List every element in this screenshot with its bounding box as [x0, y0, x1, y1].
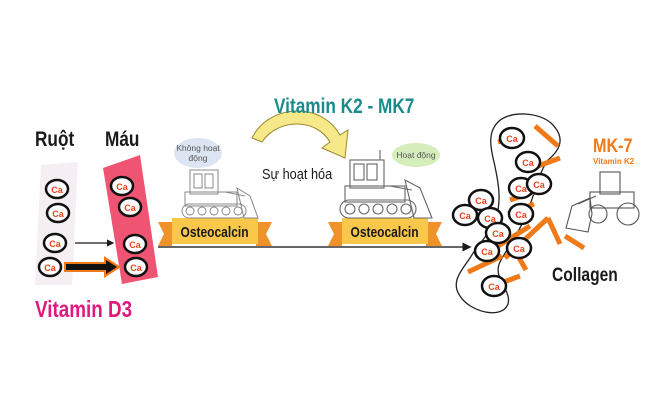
mk7-sub-label: Vitamin K2 [593, 157, 635, 166]
calcium-ion: Ca [514, 150, 542, 174]
calcium-label: Ca [481, 247, 493, 257]
bone-calcium-ions: Ca Ca Ca Ca Ca Ca Ca Ca Ca Ca Ca Ca [451, 126, 553, 298]
calcium-label: Ca [129, 240, 141, 250]
osteocalcin-ribbon-active [328, 218, 442, 246]
d3-absorption-arrow [64, 256, 121, 278]
calcium-label: Ca [116, 182, 128, 192]
loader-icon [565, 171, 640, 233]
calcium-ion: Ca [451, 203, 479, 227]
calcium-ion: Ca [525, 172, 553, 196]
calcium-label: Ca [52, 209, 64, 219]
calcium-label: Ca [484, 214, 496, 224]
active-bubble-text: Hoạt động [396, 150, 436, 160]
intestine-calcium-ions: Ca Ca Ca Ca [37, 178, 71, 278]
calcium-label: Ca [475, 196, 487, 206]
calcium-label: Ca [51, 185, 63, 195]
active-bulldozer-icon [339, 150, 433, 219]
calcium-label: Ca [522, 158, 534, 168]
inactive-bubble-text: Không hoạt động [176, 143, 220, 163]
calcium-label: Ca [513, 244, 525, 254]
calcium-ion: Ca [44, 178, 70, 200]
blood-label: Máu [105, 128, 140, 151]
calcium-label: Ca [492, 229, 504, 239]
calcium-ion: Ca [42, 232, 68, 254]
blood-calcium-ions: Ca Ca Ca Ca [109, 175, 149, 278]
calcium-ion: Ca [505, 236, 533, 260]
calcium-label: Ca [488, 282, 500, 292]
active-bubble: Hoạt động [392, 143, 440, 167]
calcium-label: Ca [130, 263, 142, 273]
calcium-ion: Ca [123, 256, 149, 278]
calcium-label: Ca [533, 180, 545, 190]
calcium-label: Ca [44, 263, 56, 273]
calcium-ion: Ca [45, 202, 71, 224]
calcium-label: Ca [506, 134, 518, 144]
calcium-ion: Ca [507, 202, 535, 226]
calcium-ion: Ca [37, 256, 63, 278]
calcium-ion: Ca [117, 196, 143, 218]
osteocalcin-inactive-text: Osteocalcin [180, 223, 250, 241]
calcium-ion: Ca [122, 233, 148, 255]
calcium-ion: Ca [484, 221, 512, 245]
collagen-label: Collagen [552, 265, 618, 286]
activation-arrow [251, 110, 349, 159]
calcium-label: Ca [124, 203, 136, 213]
inactive-bulldozer-icon [181, 169, 259, 219]
inactive-bubble: Không hoạt động [174, 138, 222, 168]
activation-label: Sự hoạt hóa [262, 166, 333, 183]
calcium-ion: Ca [498, 126, 526, 150]
calcium-ion: Ca [109, 175, 135, 197]
calcium-label: Ca [515, 184, 527, 194]
calcium-label: Ca [515, 210, 527, 220]
osteocalcin-active: Osteocalcin [342, 220, 428, 244]
calcium-label: Ca [49, 239, 61, 249]
osteocalcin-ribbon-inactive [158, 218, 272, 246]
calcium-ion: Ca [480, 274, 508, 298]
vitamin-d3-label: Vitamin D3 [35, 296, 133, 322]
vitamin-k2-label: Vitamin K2 - MK7 [274, 95, 415, 118]
calcium-label: Ca [459, 211, 471, 221]
osteocalcin-inactive: Osteocalcin [172, 220, 258, 244]
calcium-ion: Ca [473, 239, 501, 263]
intestine-label: Ruột [35, 128, 75, 151]
mk7-label: MK-7 [593, 136, 633, 157]
osteocalcin-active-text: Osteocalcin [350, 223, 420, 241]
